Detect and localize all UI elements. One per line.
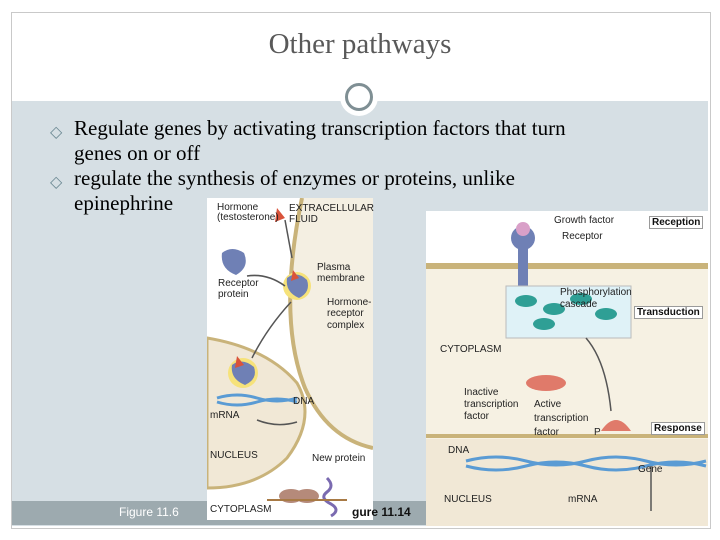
growth-factor-label: Growth factor [554, 215, 615, 226]
cascade-label: cascade [560, 299, 598, 310]
phosphorylation-label: Phosphorylation [560, 287, 632, 298]
growth-factor-pathway-figure: Growth factor Receptor Reception Phospho… [426, 211, 708, 526]
extracellular-label: EXTRACELLULAR [289, 203, 375, 214]
new-protein-label: New protein [312, 453, 366, 464]
cytoplasm-label: CYTOPLASM [210, 504, 272, 515]
membrane-label: membrane [317, 273, 365, 284]
bullet-item: ◇ regulate the synthesis of enzymes or p… [50, 166, 696, 216]
nucleus-label: NUCLEUS [210, 450, 258, 461]
slide-title: Other pathways [268, 28, 452, 60]
gene-label: Gene [638, 464, 663, 475]
active-factor-label: factor [534, 427, 560, 438]
inactive-label: Inactive [464, 387, 499, 398]
inactive-transcription-label: transcription [464, 399, 519, 410]
bullet-text: Regulate genes by activating transcripti… [74, 116, 566, 140]
active-label: Active [534, 399, 562, 410]
receptor-label-right: Receptor [562, 231, 603, 242]
hormone-receptor-label: Hormone- [327, 297, 372, 308]
response-tag: Response [651, 422, 705, 435]
mrna-label: mRNA [210, 410, 240, 421]
bullet-list: ◇ Regulate genes by activating transcrip… [50, 116, 696, 216]
slide-frame [11, 12, 711, 529]
bullet-text: regulate the synthesis of enzymes or pro… [74, 166, 515, 190]
nucleus-label-right: NUCLEUS [444, 494, 492, 505]
bullet-text-continued: genes on or off [74, 141, 201, 165]
hormone-label: Hormone [217, 202, 259, 213]
dna-label: DNA [293, 396, 315, 407]
steroid-pathway-drawing [207, 198, 373, 520]
reception-tag: Reception [649, 216, 704, 229]
hollow-diamond-bullet-icon: ◇ [50, 124, 63, 141]
receptor-label: Receptor [218, 278, 259, 289]
plasma-label: Plasma [317, 262, 351, 273]
active-transcription-label: transcription [534, 413, 589, 424]
inactive-factor-label: factor [464, 411, 490, 422]
testosterone-label: (testosterone) [217, 212, 279, 223]
figure-caption-right: gure 11.14 [352, 505, 411, 519]
complex-label: complex [327, 320, 365, 331]
bullet-item: ◇ Regulate genes by activating transcrip… [50, 116, 696, 166]
mrna-label-right: mRNA [568, 494, 598, 505]
steroid-pathway-figure: Hormone (testosterone) EXTRACELLULAR FLU… [207, 198, 375, 520]
figure-caption-left: Figure 11.6 [119, 505, 179, 519]
growth-factor-pathway-drawing [426, 211, 708, 526]
phosphate-p-label: P [594, 427, 601, 438]
protein-label: protein [218, 289, 249, 300]
hollow-diamond-bullet-icon: ◇ [50, 174, 63, 191]
receptor-word-label: receptor [327, 308, 364, 319]
bullet-text-continued: epinephrine [74, 191, 174, 215]
fluid-label: FLUID [289, 214, 318, 225]
circle-ornament-icon [340, 78, 378, 116]
cytoplasm-label-right: CYTOPLASM [440, 344, 502, 355]
transduction-tag: Transduction [634, 306, 703, 319]
dna-label-right: DNA [448, 445, 470, 456]
